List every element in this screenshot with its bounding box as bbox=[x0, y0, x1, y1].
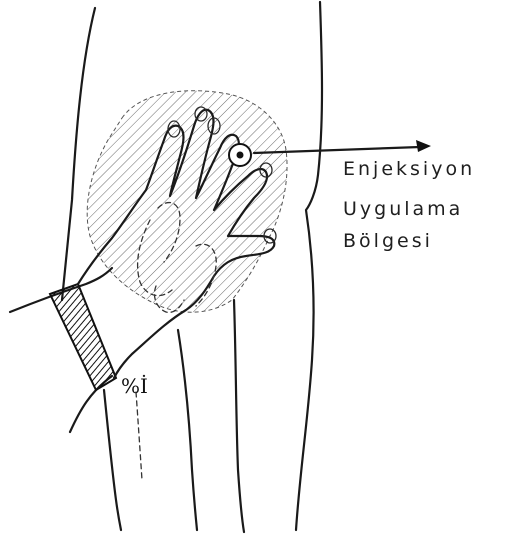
label-line-uygulama: Uygulama bbox=[343, 200, 463, 219]
leg-left-outline bbox=[62, 8, 95, 300]
figure-marker-text: %İ bbox=[121, 376, 148, 396]
leg-right-outline bbox=[296, 2, 322, 530]
label-line-enjeksiyon: Enjeksiyon bbox=[343, 160, 475, 179]
wrist-cuff bbox=[50, 284, 116, 390]
label-line-bolgesi: Bölgesi bbox=[343, 232, 433, 251]
leg-inner-line-2 bbox=[234, 300, 244, 532]
pointer-arrow-head bbox=[416, 140, 431, 152]
injection-zone-hatched bbox=[87, 91, 287, 313]
leg-inner-line-1 bbox=[178, 330, 197, 530]
leg-lower-left bbox=[104, 390, 121, 530]
injection-target-inner bbox=[237, 152, 244, 159]
leg-dashed bbox=[136, 392, 142, 480]
